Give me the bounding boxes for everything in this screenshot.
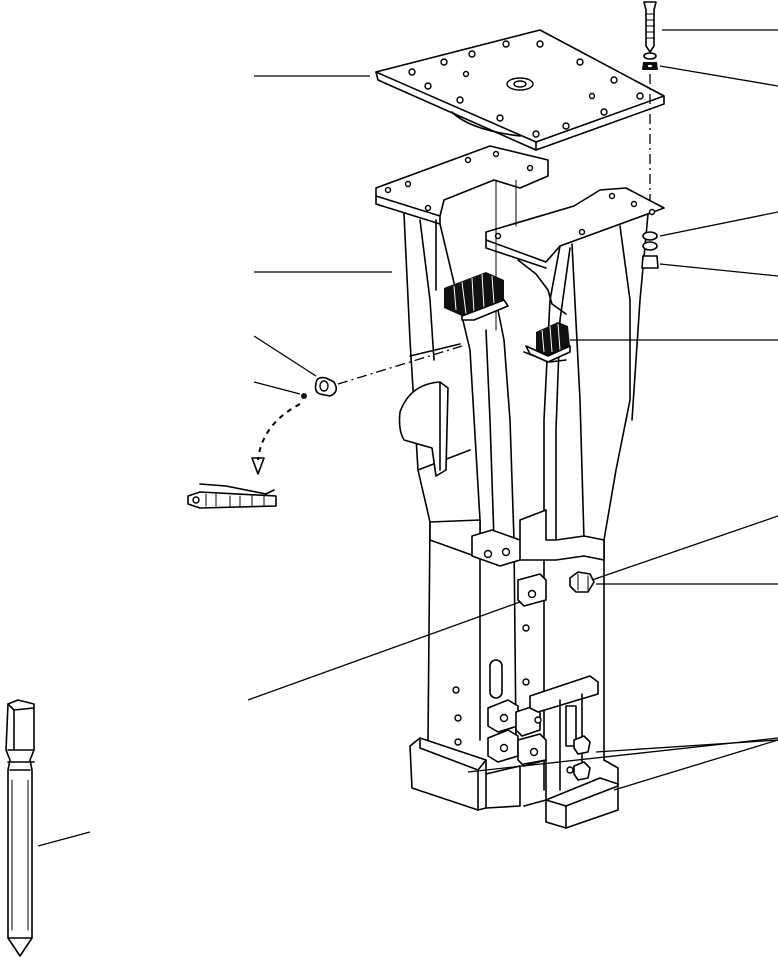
top-mounting-plate [375,29,665,151]
leader-lines [37,29,778,847]
grease-gun [187,483,277,509]
rubber-pad-right [525,322,571,363]
washer [643,52,657,60]
chisel-tool [5,699,35,957]
plate-bolt-holes [408,40,644,138]
bracket-frame [375,145,665,829]
lower-nut [641,255,659,269]
bolt [643,1,657,53]
lower-washer [642,231,658,251]
hex-bolt [569,571,595,593]
lower-bolts [573,735,591,781]
grease-nipple [301,376,338,399]
rubber-pad-left [444,272,509,321]
nut [642,62,658,70]
